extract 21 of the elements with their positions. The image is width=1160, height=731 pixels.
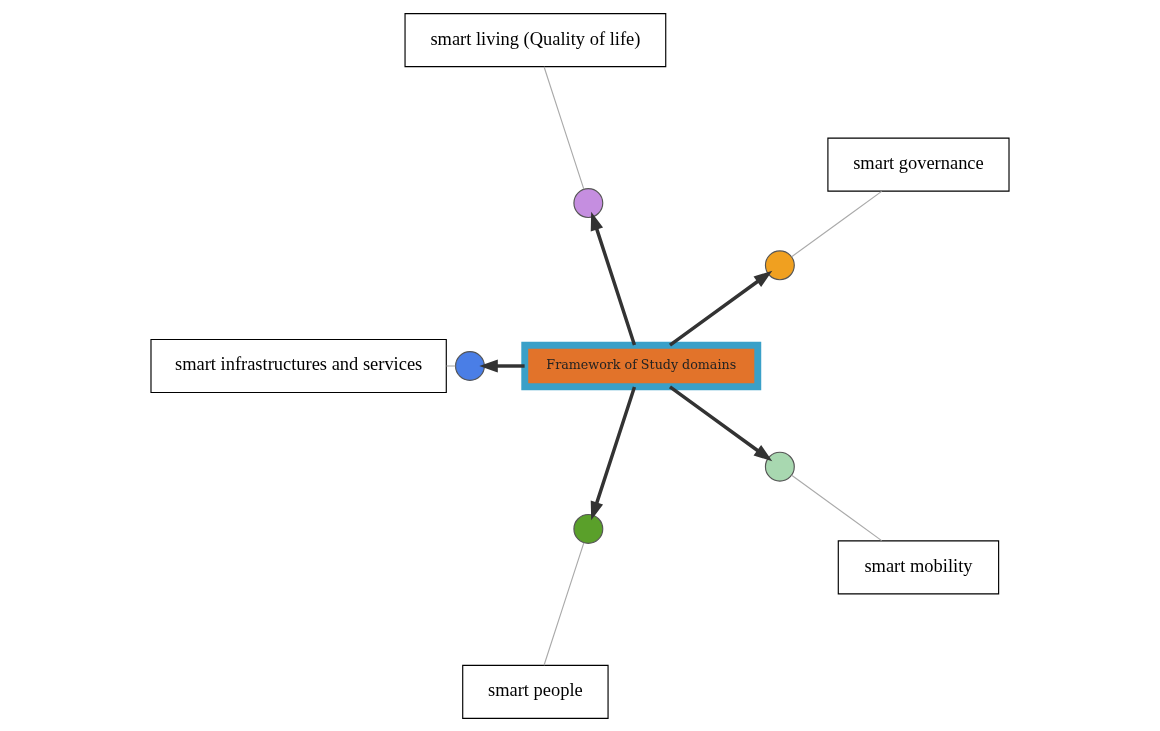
arrow: [590, 211, 637, 346]
arrow: [479, 359, 525, 372]
connector: [543, 541, 585, 666]
node-box: smart infrastructures and services: [150, 338, 447, 393]
connector: [445, 364, 456, 367]
arrow: [590, 385, 637, 520]
connector: [791, 474, 883, 541]
node-circle: [573, 187, 604, 218]
connector: [543, 65, 585, 190]
node-box: Framework of Study domains: [521, 341, 762, 390]
node-box: smart living (Quality of life): [404, 12, 667, 67]
node-circle: [764, 249, 795, 280]
node-box: smart people: [462, 664, 609, 719]
node-box: smart governance: [827, 137, 1010, 192]
node-circle: [764, 451, 795, 482]
connector: [791, 190, 883, 257]
arrow: [668, 270, 773, 347]
arrow: [668, 384, 773, 461]
node-circle: [454, 350, 485, 381]
node-circle: [573, 513, 604, 544]
node-box: smart mobility: [837, 539, 1000, 594]
